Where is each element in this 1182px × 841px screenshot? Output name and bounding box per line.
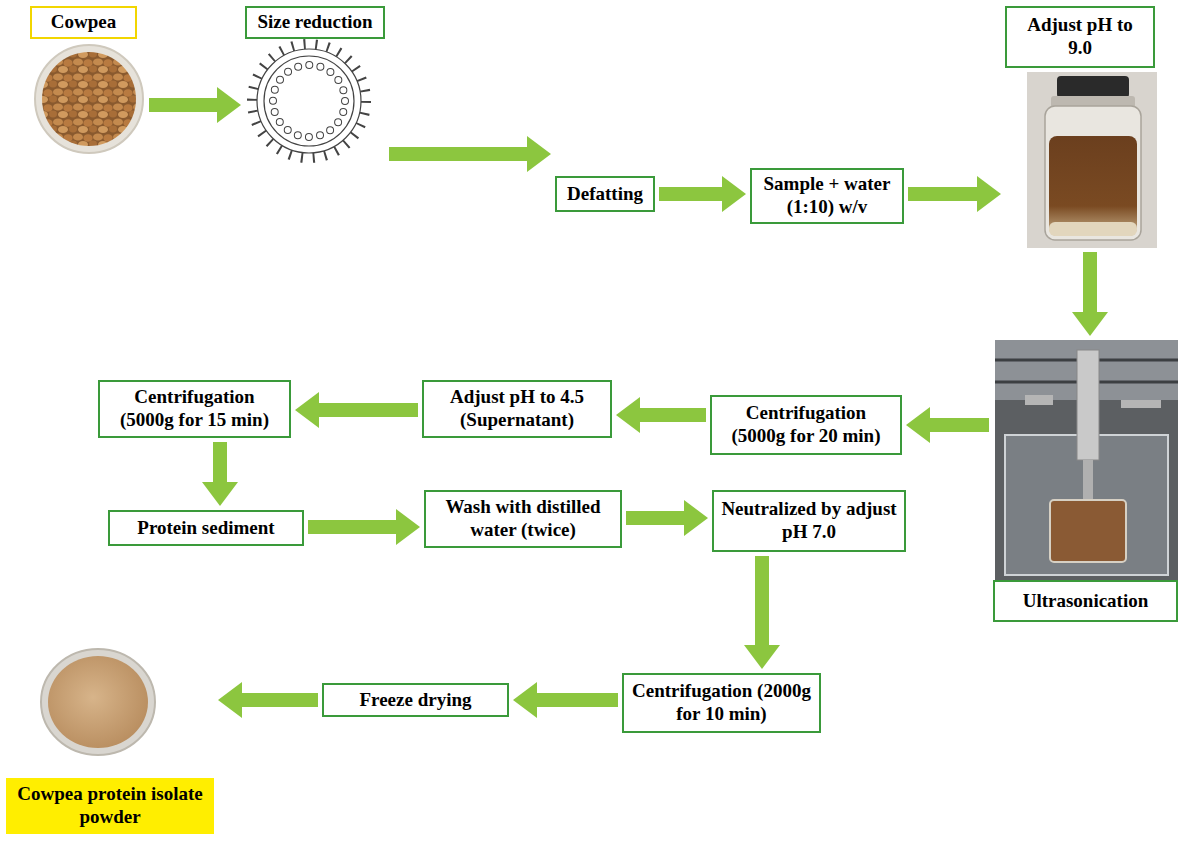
process-box: Defatting: [555, 176, 655, 212]
flow-arrow: [295, 392, 418, 428]
flow-arrow: [218, 682, 318, 718]
flow-arrow: [744, 556, 780, 669]
photo-ground: [1027, 72, 1157, 248]
powder-dish: [38, 646, 158, 758]
process-box: Sample + water (1:10) w/v: [750, 168, 904, 224]
flow-arrow: [908, 176, 1001, 212]
mill-outer: [257, 49, 361, 153]
step-label-box: Adjust pH to 9.0: [1005, 6, 1155, 68]
dish: [41, 649, 155, 755]
step-label-box: Size reduction: [245, 6, 385, 39]
transducer: [1077, 350, 1099, 460]
step-group: Ultrasonication: [993, 340, 1178, 622]
step-label-box: Cowpea: [30, 6, 137, 39]
step-text: Defatting: [567, 183, 643, 206]
jar-sediment: [1049, 222, 1137, 236]
mill-inner: [264, 56, 354, 146]
step-group: Size reduction: [245, 6, 385, 162]
step-text: Size reduction: [257, 11, 372, 34]
mill-teeth: [252, 44, 366, 158]
step-text: Centrifugation (5000g for 15 min): [106, 386, 283, 432]
step-text: Ultrasonication: [1023, 590, 1149, 613]
flow-arrow: [659, 176, 746, 212]
flow-arrow: [513, 682, 618, 718]
flow-arrow: [616, 397, 706, 433]
step-label-box: Ultrasonication: [993, 580, 1178, 622]
mill-holes-inner: [273, 65, 345, 137]
flow-arrow: [1072, 252, 1108, 336]
process-box: Wash with distilled water (twice): [424, 490, 622, 548]
beans: [42, 52, 136, 146]
flow-arrow: [308, 509, 420, 545]
cowpea-bowl: [33, 43, 145, 155]
process-box: Centrifugation (2000g for 10 min): [622, 673, 821, 733]
step-text: Wash with distilled water (twice): [432, 496, 614, 542]
process-box: Freeze drying: [322, 683, 509, 717]
photo-ground: [995, 340, 1178, 580]
step-text: Sample + water (1:10) w/v: [758, 173, 896, 219]
step-text: Centrifugation (5000g for 20 min): [718, 402, 894, 448]
jar-lid: [1057, 76, 1129, 98]
flow-arrow: [389, 136, 551, 172]
step-group: Cowpea protein isolate powder: [6, 648, 214, 834]
step-text: Cowpea protein isolate powder: [12, 783, 208, 829]
step-text: Freeze drying: [359, 689, 471, 712]
step-text: Protein sediment: [137, 517, 274, 540]
process-box: Protein sediment: [108, 510, 304, 546]
process-box: Centrifugation (5000g for 15 min): [98, 380, 291, 438]
jar-liquid: [1049, 136, 1137, 236]
flow-arrow: [626, 500, 708, 536]
jar-photo: [1027, 72, 1157, 248]
beaker: [1050, 500, 1126, 562]
step-text: Centrifugation (2000g for 10 min): [630, 680, 813, 726]
flow-arrow: [149, 87, 241, 123]
jar-glass: [1045, 106, 1141, 240]
step-group: Adjust pH to 9.0: [1005, 6, 1157, 248]
ultrasonicator-photo: [995, 340, 1178, 580]
process-box: Neutralized by adjust pH 7.0: [712, 490, 906, 552]
process-box: Centrifugation (5000g for 20 min): [710, 395, 902, 455]
flow-arrow: [906, 407, 989, 443]
bowl-rim: [35, 45, 143, 153]
mill-symbol: [244, 36, 374, 166]
flow-arrow: [202, 442, 238, 506]
powder: [48, 656, 148, 748]
process-box: Adjust pH to 4.5 (Supernatant): [422, 380, 612, 438]
step-text: Adjust pH to 9.0: [1013, 14, 1147, 60]
step-group: Cowpea: [30, 6, 145, 152]
step-text: Adjust pH to 4.5 (Supernatant): [430, 386, 604, 432]
step-text: Cowpea: [51, 11, 116, 34]
step-label-box: Cowpea protein isolate powder: [6, 778, 214, 834]
step-text: Neutralized by adjust pH 7.0: [720, 498, 898, 544]
mill-holes: [273, 65, 345, 137]
